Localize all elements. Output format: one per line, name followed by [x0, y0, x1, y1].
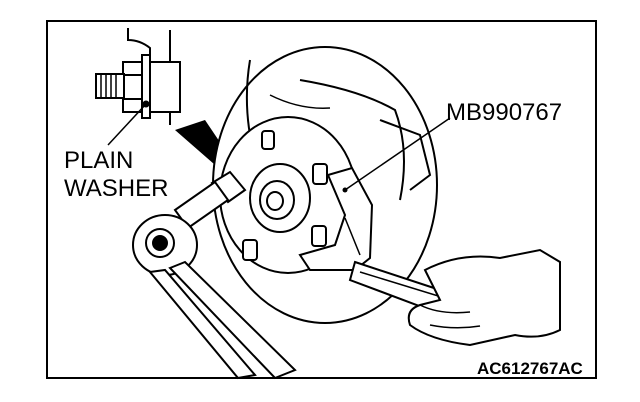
tool-number-label: MB990767	[446, 99, 562, 126]
tool-leader-line	[344, 117, 451, 191]
plain-washer-label-line2: WASHER	[64, 175, 168, 202]
ratchet-wrench	[132, 214, 297, 380]
wheel-studs	[242, 130, 328, 261]
bolt-inset	[95, 28, 181, 146]
plain-washer-label-line1: PLAIN	[64, 147, 133, 174]
hand	[407, 248, 561, 347]
figure-code-label: AC612767AC	[477, 359, 583, 378]
